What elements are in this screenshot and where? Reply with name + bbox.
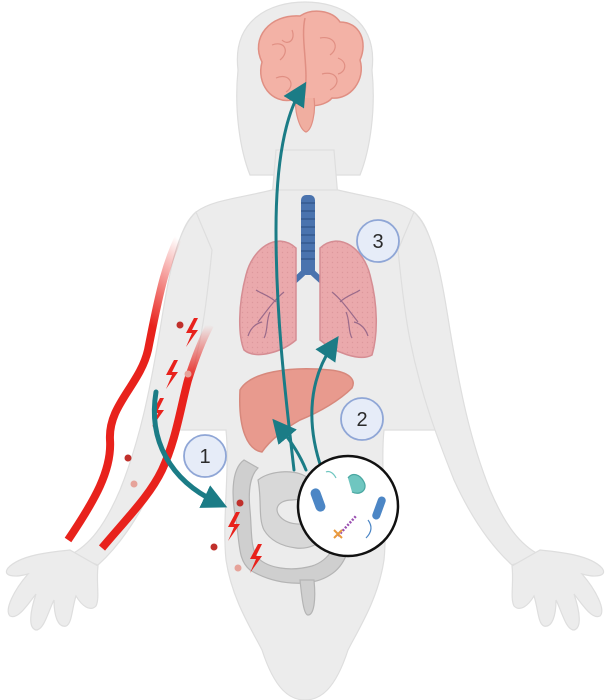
blood-cell-icon (185, 371, 192, 378)
step-badge-label: 2 (356, 409, 367, 431)
blood-cell-icon (211, 544, 218, 551)
blood-cell-icon (177, 322, 184, 329)
blood-cell-icon (235, 565, 242, 572)
blood-cell-icon (131, 481, 138, 488)
step-badge-label: 1 (199, 446, 210, 468)
step-badge-3: 3 (357, 220, 399, 262)
step-badge-1: 1 (184, 435, 226, 477)
step-badge-label: 3 (372, 231, 383, 253)
microbiome-zoom (298, 456, 398, 556)
blood-cell-icon (237, 500, 244, 507)
step-badge-2: 2 (341, 398, 383, 440)
blood-cell-icon (125, 455, 132, 462)
